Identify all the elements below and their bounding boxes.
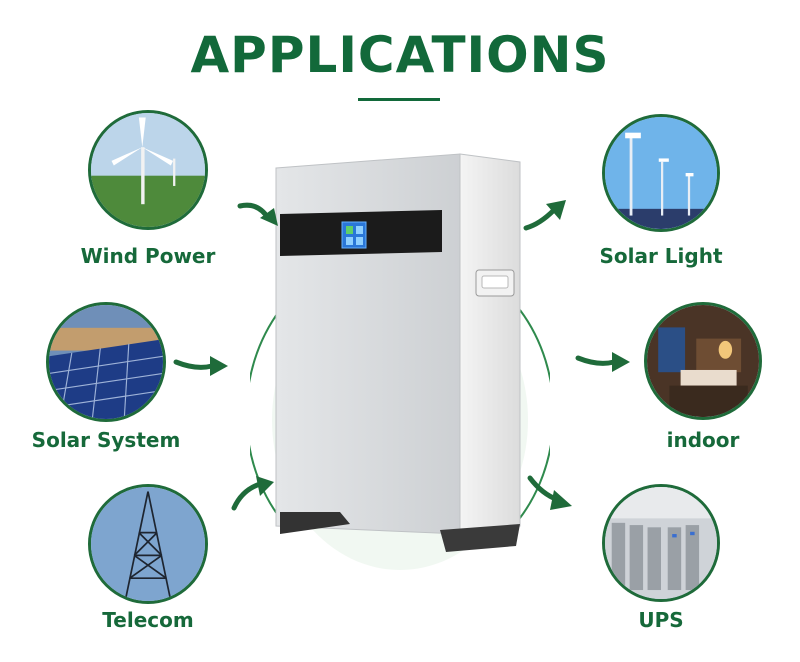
indoor-label: indoor (666, 428, 740, 452)
hotel-room-photo-icon (644, 302, 762, 420)
telecom-label: Telecom (102, 608, 194, 632)
page-title: APPLICATIONS (190, 26, 610, 84)
solar-panel-photo-icon (46, 302, 166, 422)
title-underline (358, 98, 440, 101)
server-room-photo-icon (602, 484, 720, 602)
street-light-photo-icon (602, 114, 720, 232)
arrow-icon (231, 476, 274, 511)
battery-cabinet (275, 153, 521, 552)
arrow-icon (527, 475, 572, 510)
arrow-icon (523, 200, 566, 231)
wind-power-label: Wind Power (80, 244, 216, 268)
arrow-icon (575, 352, 630, 372)
solar-system-label: Solar System (31, 428, 181, 452)
telecom-tower-photo-icon (88, 484, 208, 604)
ups-label: UPS (638, 608, 684, 632)
arrow-icon (173, 356, 228, 376)
solar-light-label: Solar Light (599, 244, 723, 268)
arrow-icon (237, 202, 278, 226)
wind-turbine-photo-icon (88, 110, 208, 230)
